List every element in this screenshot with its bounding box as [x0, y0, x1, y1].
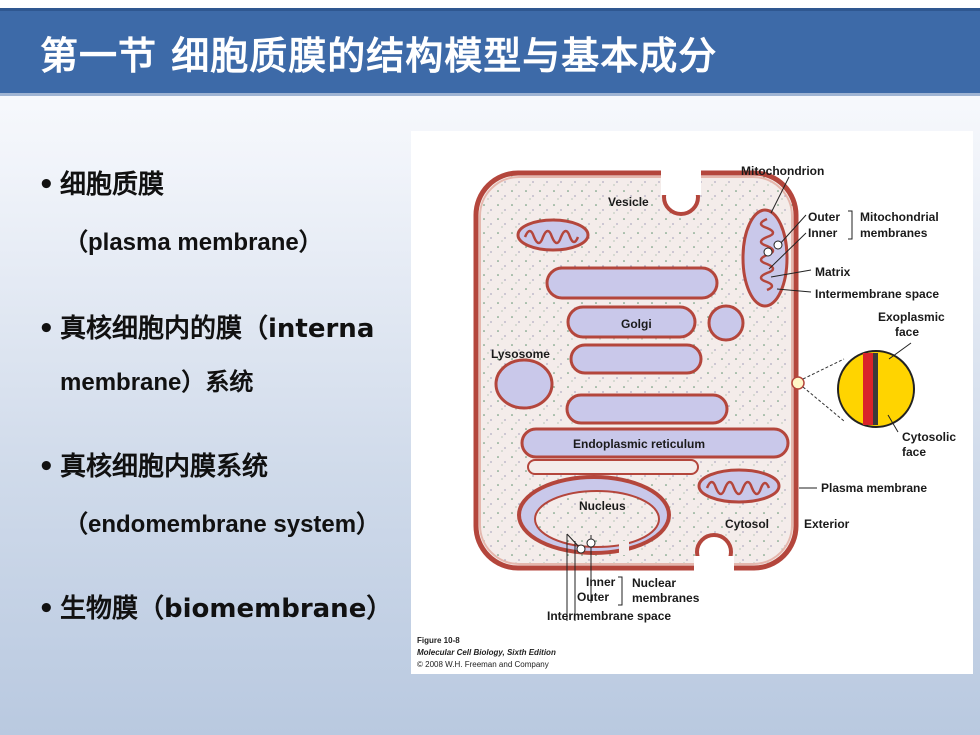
label-outer: Outer: [808, 210, 840, 224]
mitochondrion-bottom: [697, 468, 781, 504]
label-cytosolic-1: Cytosolic: [902, 430, 956, 444]
er-shape: [520, 427, 790, 459]
mitochondrion-right: [741, 208, 789, 308]
bullet-3: •真核细胞内膜系统: [38, 446, 268, 483]
label-nucleus: Nucleus: [579, 499, 626, 513]
cell-membrane-figure: Mitochondrion Vesicle Outer Inner Mitoch…: [411, 131, 973, 674]
bullet-dot: •: [38, 314, 55, 344]
label-nuc-inner: Inner: [586, 575, 616, 589]
label-exoplasmic-1: Exoplasmic: [878, 310, 945, 324]
bullet-dot: •: [38, 170, 55, 200]
label-nuc-outer: Outer: [577, 590, 609, 604]
bracket-nuclear: [618, 576, 623, 606]
slide-title: 第一节 细胞质膜的结构模型与基本成分: [40, 34, 718, 78]
label-mito-membranes-1: Mitochondrial: [860, 210, 939, 224]
bullet-dot: •: [38, 452, 55, 482]
bullet-dot: •: [38, 594, 55, 624]
label-inner: Inner: [808, 226, 838, 240]
mitochondrion-top: [516, 218, 590, 252]
bullet-2: •真核细胞内的膜（interna: [38, 308, 374, 345]
label-plasma-membrane: Plasma membrane: [821, 481, 927, 495]
er-lumen: [527, 459, 699, 475]
bullet-3-text: 真核细胞内膜系统: [60, 452, 269, 482]
label-intermembrane-space: Intermembrane space: [815, 287, 939, 301]
bullet-1-sub: （plasma membrane）: [64, 229, 323, 256]
label-nuclear-2: membranes: [632, 591, 700, 605]
label-mitochondrion: Mitochondrion: [741, 164, 824, 178]
bracket-mito: [848, 210, 853, 240]
cell-diagram: Mitochondrion Vesicle Outer Inner Mitoch…: [417, 164, 956, 669]
label-exterior: Exterior: [804, 517, 850, 531]
lysosome-shape: [494, 358, 554, 410]
label-nuclear-1: Nuclear: [632, 576, 676, 590]
bullet-1: •细胞质膜: [38, 164, 164, 201]
label-cytosol: Cytosol: [725, 517, 769, 531]
label-nuc-intermembrane: Intermembrane space: [547, 609, 671, 623]
label-er: Endoplasmic reticulum: [573, 437, 705, 451]
golgi-apparatus: [545, 266, 745, 425]
label-golgi: Golgi: [621, 317, 652, 331]
nucleus-shape: [517, 475, 671, 555]
bullet-4-text: 生物膜（biomembrane）: [60, 594, 393, 624]
bullet-4: •生物膜（biomembrane）: [38, 588, 392, 625]
membrane-inset: [791, 350, 915, 428]
caption-book: Molecular Cell Biology, Sixth Edition: [417, 648, 556, 657]
label-exoplasmic-2: face: [895, 325, 919, 339]
bullet-3-sub: （endomembrane system）: [64, 511, 381, 538]
title-bar: 第一节 细胞质膜的结构模型与基本成分: [0, 8, 980, 96]
bullet-1-text: 细胞质膜: [60, 170, 165, 200]
leader-lines: [566, 176, 912, 621]
caption-figure: Figure 10-8: [417, 636, 460, 645]
label-mito-membranes-2: membranes: [860, 226, 928, 240]
caption-copyright: © 2008 W.H. Freeman and Company: [417, 660, 549, 669]
bullet-2-sub: membrane）系统: [60, 369, 254, 396]
label-vesicle: Vesicle: [608, 195, 649, 209]
label-lysosome: Lysosome: [491, 347, 550, 361]
label-cytosolic-2: face: [902, 445, 926, 459]
bullet-2-text: 真核细胞内的膜（interna: [60, 314, 375, 344]
label-matrix: Matrix: [815, 265, 851, 279]
